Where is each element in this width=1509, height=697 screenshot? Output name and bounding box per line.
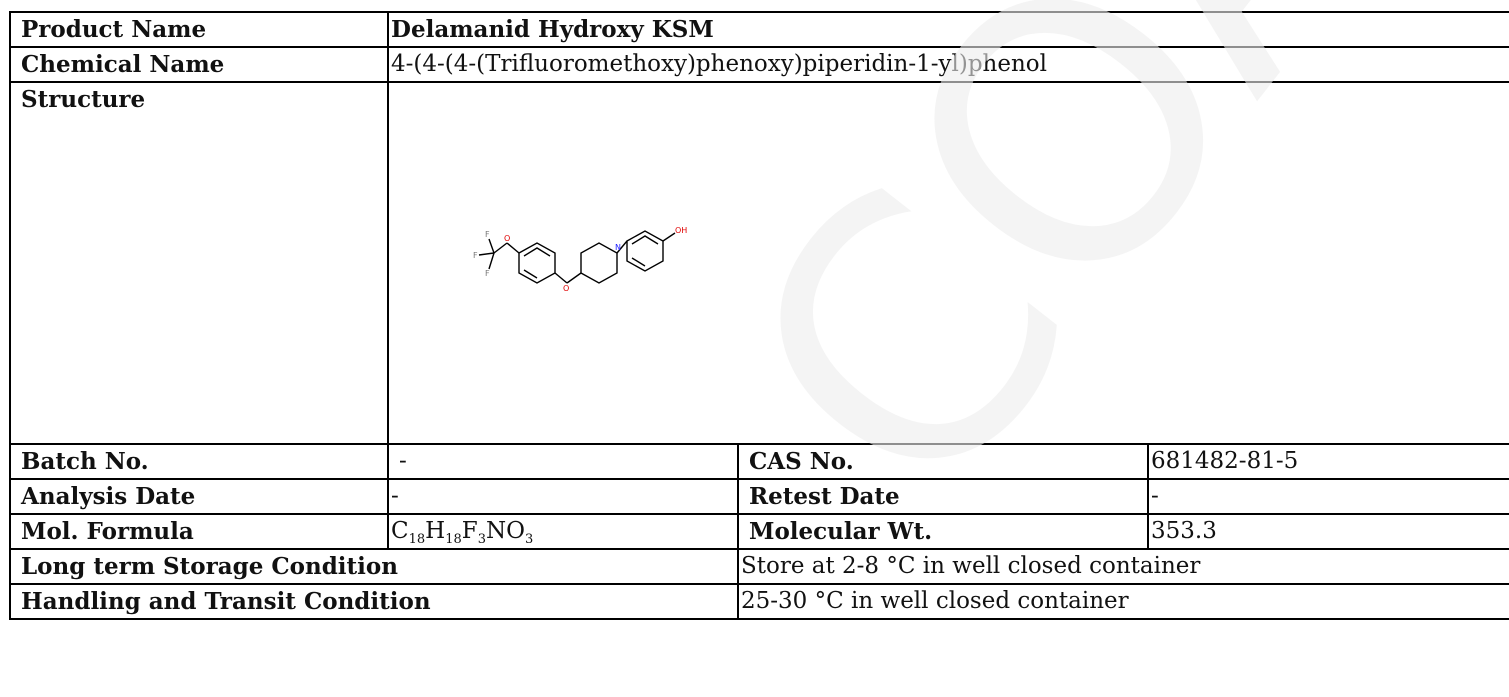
formula-count-h: 18 [445, 531, 462, 547]
row-chemical-name: Chemical Name 4-(4-(4-(Trifluoromethoxy)… [9, 46, 1509, 83]
cas-no-label: CAS No. [737, 443, 1149, 480]
formula-count-f: 3 [477, 531, 487, 547]
handling-label: Handling and Transit Condition [9, 583, 739, 620]
row-formula-weight: Mol. Formula C18H18F3NO3 Molecular Wt. 3… [9, 513, 1509, 550]
oxygen-atom: O [563, 284, 569, 293]
row-storage: Long term Storage Condition Store at 2-8… [9, 548, 1509, 585]
batch-no-value: - [387, 443, 739, 480]
analysis-date-label: Analysis Date [9, 478, 389, 515]
structure-image-cell: F F F O O N OH [386, 81, 1509, 445]
molecular-wt-label: Molecular Wt. [737, 513, 1149, 550]
batch-no-label: Batch No. [9, 443, 389, 480]
row-product-name: Product Name Delamanid Hydroxy KSM [9, 11, 1509, 48]
chemical-name-label: Chemical Name [9, 46, 389, 83]
fluorine-atom: F [485, 269, 490, 278]
storage-label: Long term Storage Condition [9, 548, 739, 585]
formula-count-c: 18 [408, 531, 426, 547]
retest-date-value: - [1146, 478, 1509, 515]
formula-element-h: H [425, 517, 446, 544]
fluorine-atom: F [473, 251, 478, 260]
coa-table: Product Name Delamanid Hydroxy KSM Chemi… [9, 11, 1509, 620]
chemical-name-value: 4-(4-(4-(Trifluoromethoxy)phenoxy)piperi… [386, 46, 1509, 83]
fluorine-atom: F [485, 230, 490, 239]
oxygen-atom: O [504, 234, 510, 243]
formula-count-o: 3 [525, 531, 534, 547]
retest-date-label: Retest Date [737, 478, 1149, 515]
row-batch-cas: Batch No. - CAS No. 681482-81-5 [9, 443, 1509, 480]
row-dates: Analysis Date - Retest Date - [9, 478, 1509, 515]
hydroxyl-group: OH [675, 226, 687, 235]
formula-element-no: NO [486, 517, 525, 544]
molecule-structure-image: F F F O O N OH [473, 226, 687, 293]
storage-value: Store at 2-8 °C in well closed container [736, 548, 1509, 585]
row-handling: Handling and Transit Condition 25-30 °C … [9, 583, 1509, 620]
product-name-value: Delamanid Hydroxy KSM [386, 11, 1509, 48]
molecular-wt-value: 353.3 [1146, 513, 1509, 550]
coa-sheet: Product Name Delamanid Hydroxy KSM Chemi… [9, 11, 1509, 697]
mol-formula-label: Mol. Formula [9, 513, 389, 550]
product-name-label: Product Name [9, 11, 389, 48]
row-structure: Structure [9, 81, 1509, 445]
formula-element-c: C [391, 517, 409, 544]
structure-label: Structure [9, 81, 389, 445]
formula-element-f: F [461, 517, 478, 544]
nitrogen-atom: N [615, 243, 621, 252]
cas-no-value: 681482-81-5 [1146, 443, 1509, 480]
mol-formula-value: C18H18F3NO3 [387, 513, 739, 550]
handling-value: 25-30 °C in well closed container [736, 583, 1509, 620]
analysis-date-value: - [387, 478, 739, 515]
